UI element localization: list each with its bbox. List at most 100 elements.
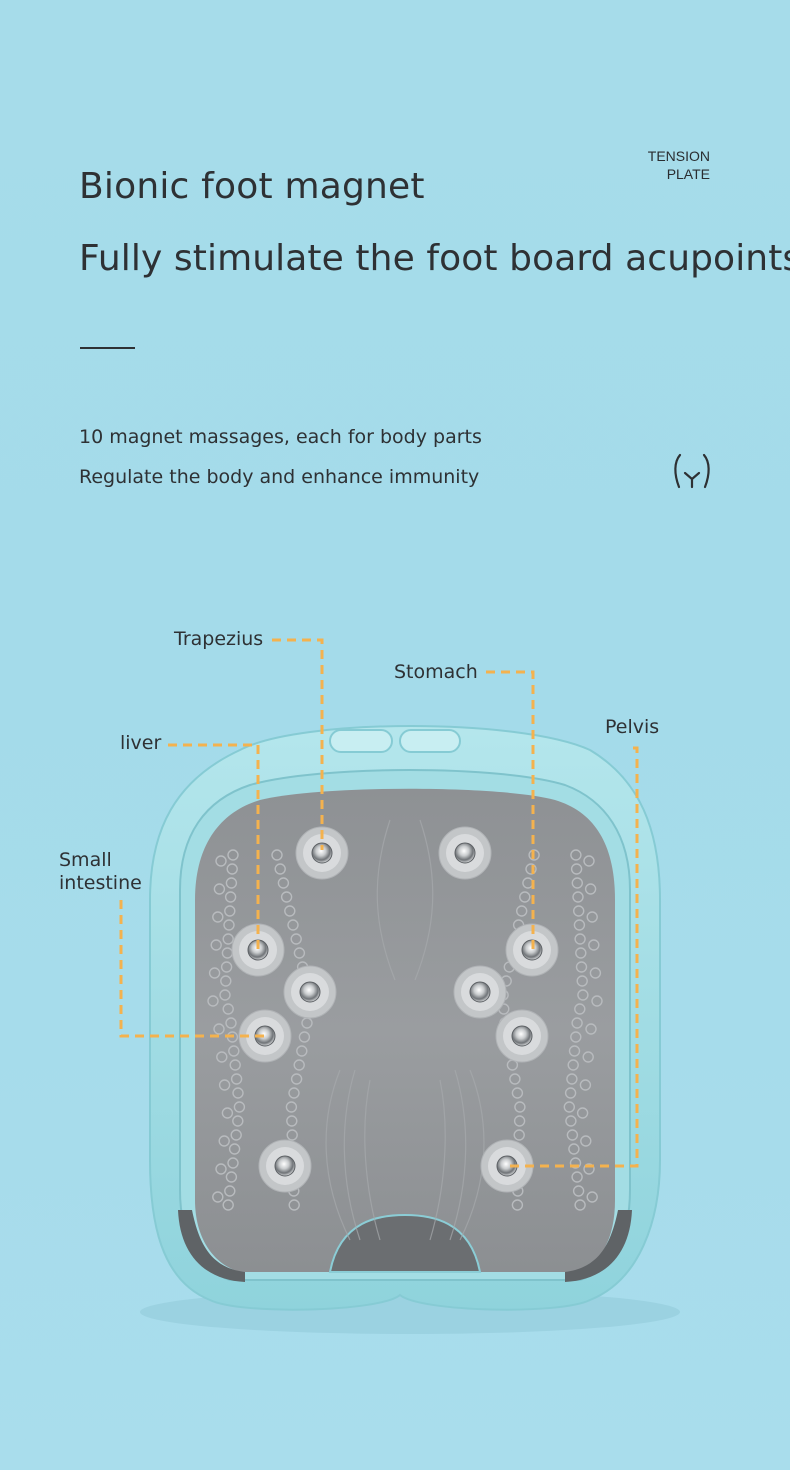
callout-line-liver [168,743,260,950]
massage-bump [222,933,234,945]
massage-bump [213,883,226,895]
massage-bump [571,877,583,889]
massage-bump [566,1073,578,1085]
massage-bump [509,1073,521,1085]
massage-bump [228,1143,241,1155]
massage-bump [288,1087,300,1099]
massage-bump [513,1115,526,1127]
massage-bump [280,891,293,903]
callout-lines [119,638,639,1168]
massage-bump [293,1059,305,1071]
massage-bump [232,1087,244,1099]
massage-bump [218,1135,230,1147]
heel-slope-right [565,1210,632,1282]
massage-bump [583,855,595,867]
massage-bump [228,1045,240,1057]
massage-bump [563,1101,575,1113]
massage-bump [212,911,224,923]
massage-bump [514,1101,526,1113]
massage-bump [513,1129,525,1141]
massage-bump [586,1191,598,1203]
handle-slot-left [329,729,393,753]
massage-bump [227,1157,239,1169]
massage-bump [586,911,598,923]
massage-bump [220,961,233,973]
massage-bump [573,905,585,917]
massage-bump [286,1129,298,1141]
callout-liver: liver [120,732,161,754]
massage-bump [568,1045,581,1057]
magnet [299,981,321,1003]
massage-bump [290,933,302,945]
massage-bump [570,863,583,875]
massage-bump [516,905,528,917]
massage-bump [286,1115,298,1127]
massage-bump [571,1017,583,1029]
callout-line-stomach [486,670,535,950]
massage-bump [579,1079,592,1091]
callout-small-intestine-line1: Small [59,849,112,871]
massage-bump [296,1045,308,1057]
massage-bump [229,1059,241,1071]
magnet [469,981,491,1003]
massage-bump [227,849,239,861]
massage-bump [290,1073,303,1085]
massage-bump [222,1199,234,1211]
massage-bump [575,947,587,959]
massage-bump [287,919,299,931]
massage-bump [568,1143,580,1155]
corner-label-line1: TENSION [647,148,710,164]
massage-bump [569,1157,582,1169]
page-title: Bionic foot magnet [79,166,425,207]
massage-bump [565,1115,577,1127]
massage-bump [574,933,586,945]
massage-bump [573,919,586,931]
callout-line-trapezius [272,638,324,850]
massage-bump [215,1163,227,1175]
massage-bump [582,1051,594,1063]
callout-small-intestine-line2: intestine [59,872,142,894]
massage-bump [566,1129,579,1141]
massage-bump [589,967,602,979]
massage-bump [208,967,221,979]
callout-line-small-intestine [119,900,265,1038]
handle-slot-right [399,729,461,753]
massage-bump [233,1101,246,1113]
massage-bump [577,989,589,1001]
massage-bump [225,1171,238,1183]
massage-bump [571,1171,583,1183]
plate-texture [325,819,485,1241]
massage-bump [222,1003,234,1015]
massage-bump [207,995,219,1007]
callout-trapezius: Trapezius [173,628,263,650]
massage-bump [271,849,283,861]
massage-bump [588,939,600,951]
description-line-2: Regulate the body and enhance immunity [79,466,480,488]
massage-bump [213,1023,225,1035]
callout-stomach: Stomach [394,661,478,683]
massage-bump [221,1107,234,1119]
massage-bump [219,989,231,1001]
title-divider [80,347,135,349]
page-subtitle: Fully stimulate the foot board acupoints [79,238,790,279]
massage-bump [277,877,290,889]
massage-bump [212,1191,224,1203]
massage-bump [225,877,238,889]
massage-bump [511,1199,524,1211]
massage-bump [585,1023,597,1035]
massage-bump [218,1079,231,1091]
corner-label-line2: PLATE [666,166,710,182]
heel-slope-left [178,1210,245,1282]
massage-bump [216,1051,228,1063]
massage-bump [285,1101,298,1113]
massage-bump [293,947,306,959]
massage-bump [567,1059,579,1071]
magnet [454,842,476,864]
corner-label: TENSION PLATE [648,147,710,183]
massage-bump [224,1185,236,1197]
massage-bump [583,1163,595,1175]
massage-bump [232,1115,244,1127]
callout-pelvis: Pelvis [605,716,659,738]
magnets [231,826,559,1193]
massage-bump [511,1087,524,1099]
